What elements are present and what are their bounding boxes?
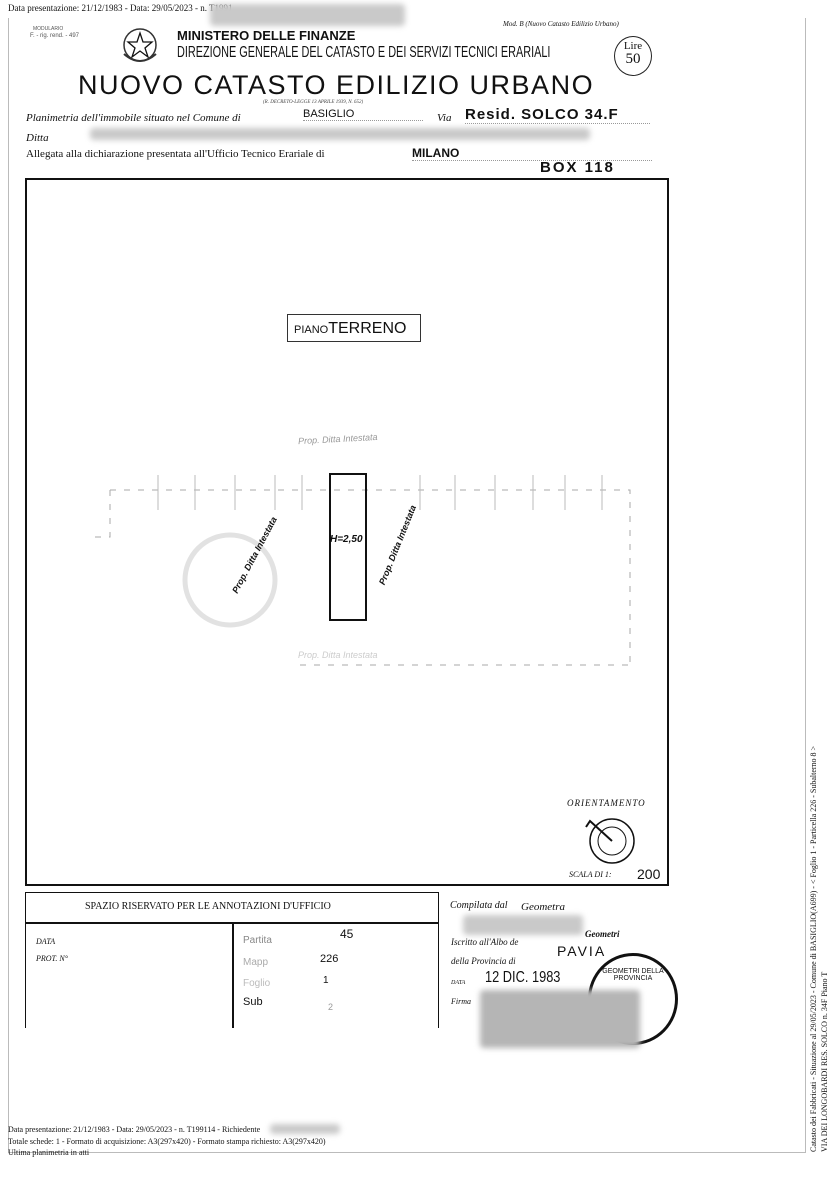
iscritto-label: Iscritto all'Albo de bbox=[451, 937, 519, 947]
office-vdivider bbox=[232, 922, 234, 1028]
provincia-label: della Provincia di bbox=[451, 956, 516, 966]
footer-line1: Data presentazione: 21/12/1983 - Data: 2… bbox=[8, 1125, 261, 1134]
top-meta: Data presentazione: 21/12/1983 - Data: 2… bbox=[8, 3, 233, 13]
side-note: Catasto dei Fabbricati - Situazione al 2… bbox=[808, 746, 830, 1152]
price-label: Lire bbox=[623, 40, 643, 52]
frame-right bbox=[805, 18, 806, 1153]
floor-label-small: PIANO bbox=[294, 324, 329, 336]
neighbor-bottom: Prop. Ditta Intestata bbox=[298, 650, 378, 660]
office-title: SPAZIO RISERVATO PER LE ANNOTAZIONI D'UF… bbox=[85, 901, 331, 912]
office-data-label: DATA bbox=[36, 937, 56, 946]
floor-label: PIANOTERRENO bbox=[287, 314, 421, 342]
redacted-ditta bbox=[90, 128, 590, 140]
direction: DIREZIONE GENERALE DEL CATASTO E DEI SER… bbox=[177, 44, 551, 61]
foglio-value: 1 bbox=[323, 975, 329, 986]
redacted-signature bbox=[480, 990, 640, 1048]
model-label: Mod. B (Nuovo Catasto Edilizio Urbano) bbox=[503, 20, 619, 28]
provincia-value: PAVIA bbox=[557, 943, 607, 959]
allegata-label: Allegata alla dichiarazione presentata a… bbox=[26, 148, 325, 160]
partita-label: Partita bbox=[243, 935, 272, 946]
footer-line3: Ultima planimetria in atti bbox=[8, 1148, 90, 1157]
comune-value: BASIGLIO bbox=[303, 108, 423, 121]
scale-label: SCALA DI 1: bbox=[569, 870, 612, 879]
floor-label-big: TERRENO bbox=[328, 320, 407, 337]
office-box bbox=[25, 892, 439, 1028]
mapp-label: Mapp bbox=[243, 957, 269, 968]
redacted-compiler bbox=[463, 915, 583, 935]
frame-left bbox=[8, 18, 9, 1153]
compilata-label: Compilata dal bbox=[450, 900, 508, 911]
redacted-top bbox=[210, 4, 405, 26]
firma-label: Firma bbox=[451, 997, 471, 1006]
compiler-title: Geometra bbox=[521, 901, 565, 913]
via-value: Resid. SOLCO 34.F bbox=[465, 106, 650, 124]
decree: (R. DECRETO-LEGGE 13 APRILE 1939, N. 652… bbox=[263, 100, 364, 105]
ufficio-value: MILANO bbox=[412, 146, 652, 161]
form-code-2: F. - rig. rend. - 497 bbox=[30, 33, 80, 39]
frame-bottom bbox=[8, 1152, 806, 1153]
price-value: 50 bbox=[625, 51, 641, 67]
plan-outline bbox=[87, 489, 631, 666]
box-number: BOX 118 bbox=[540, 159, 615, 176]
mapp-value: 226 bbox=[320, 953, 339, 965]
side-note-line2: VIA DEI LONGOBARDI RES. SOLCO n. 34F Pia… bbox=[820, 971, 829, 1152]
side-note-line1: Catasto dei Fabbricati - Situazione al 2… bbox=[809, 745, 818, 1152]
stamp-text: GEOMETRI DELLA PROVINCIA bbox=[602, 968, 664, 982]
ministry: MINISTERO DELLE FINANZE bbox=[177, 28, 356, 43]
form-code-1: MODULARIO bbox=[33, 26, 64, 32]
foglio-label: Foglio bbox=[243, 978, 271, 989]
via-label: Via bbox=[437, 112, 452, 124]
scale-value: 200 bbox=[637, 866, 661, 882]
sub-value: 2 bbox=[328, 1002, 334, 1012]
date-label: DATA bbox=[451, 980, 466, 986]
partita-value: 45 bbox=[340, 927, 354, 941]
sub-label: Sub bbox=[243, 996, 263, 1008]
albo-value: Geometri bbox=[585, 929, 620, 939]
drawing-area bbox=[25, 178, 669, 886]
box-unit bbox=[329, 473, 367, 621]
compass-icon bbox=[585, 818, 635, 864]
planimetria-label: Planimetria dell'immobile situato nel Co… bbox=[26, 112, 241, 124]
main-title: NUOVO CATASTO EDILIZIO URBANO bbox=[78, 70, 595, 100]
redacted-requester bbox=[270, 1124, 340, 1134]
orientation-label: ORIENTAMENTO bbox=[567, 798, 646, 808]
emblem-icon bbox=[123, 28, 157, 62]
height-label: H=2,50 bbox=[330, 534, 363, 545]
footer-line2: Totale schede: 1 - Formato di acquisizio… bbox=[8, 1137, 326, 1146]
price-stamp: Lire 50 bbox=[614, 36, 652, 76]
ditta-label: Ditta bbox=[26, 132, 49, 144]
watermark-globe bbox=[182, 532, 278, 628]
office-prot-label: PROT. N° bbox=[36, 954, 68, 963]
compile-date: 12 DIC. 1983 bbox=[485, 969, 561, 986]
